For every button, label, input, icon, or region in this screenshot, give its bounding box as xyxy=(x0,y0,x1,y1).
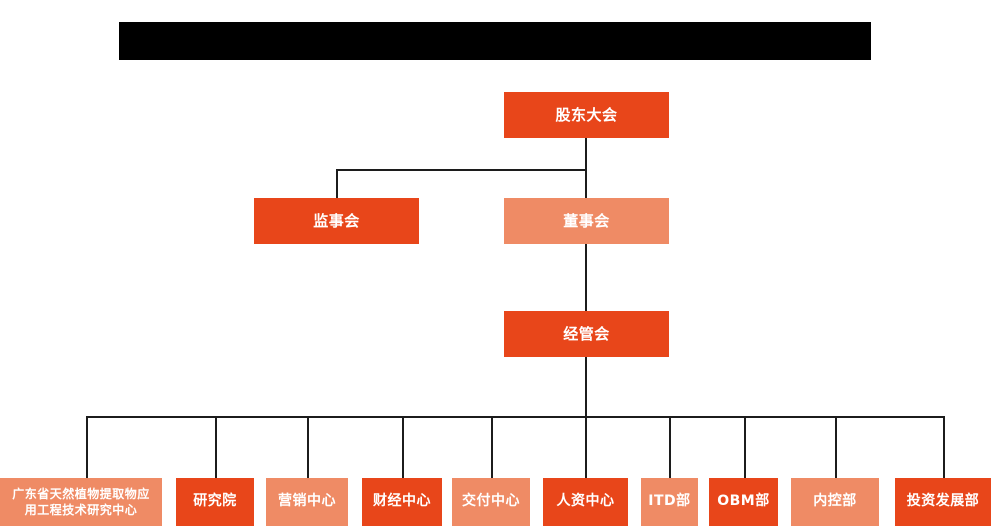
org-node-finance[interactable]: 财经中心 xyxy=(362,478,442,526)
org-node-delivery[interactable]: 交付中心 xyxy=(452,478,530,526)
org-node-label: 投资发展部 xyxy=(906,493,980,510)
org-node-label: 人资中心 xyxy=(556,493,615,510)
connector-board-to-mgmt xyxy=(585,244,587,311)
org-node-label: 财经中心 xyxy=(373,493,431,510)
org-node-internal-ctrl[interactable]: 内控部 xyxy=(791,478,879,526)
org-node-supervisors[interactable]: 监事会 xyxy=(254,198,419,244)
org-node-label: 股东大会 xyxy=(555,105,618,124)
org-node-label: 交付中心 xyxy=(462,493,520,510)
connector-drop-marketing xyxy=(307,416,309,478)
org-node-institute[interactable]: 研究院 xyxy=(176,478,254,526)
connector-drop-research-center xyxy=(86,416,88,478)
org-node-management[interactable]: 经管会 xyxy=(504,311,669,357)
org-node-obm[interactable]: OBM部 xyxy=(709,478,778,526)
org-node-label: 董事会 xyxy=(563,211,610,230)
connector-drop-investment xyxy=(943,416,945,478)
connector-drop-itd xyxy=(669,416,671,478)
org-node-label: OBM部 xyxy=(717,493,770,510)
connector-supervisors-drop xyxy=(336,169,338,198)
connector-mgmt-stem xyxy=(585,357,587,417)
org-node-marketing[interactable]: 营销中心 xyxy=(266,478,348,526)
org-node-label: 经管会 xyxy=(563,324,610,343)
connector-drop-internal-ctrl xyxy=(835,416,837,478)
org-node-label: 研究院 xyxy=(193,493,237,510)
org-node-label: 监事会 xyxy=(313,211,360,230)
org-node-shareholders[interactable]: 股东大会 xyxy=(504,92,669,138)
org-node-hr[interactable]: 人资中心 xyxy=(543,478,628,526)
connector-department-bus xyxy=(86,416,944,418)
connector-shareholders-stem xyxy=(585,138,587,244)
org-node-research-center[interactable]: 广东省天然植物提取物应用工程技术研究中心 xyxy=(0,478,162,526)
redacted-title-bar xyxy=(119,22,871,60)
org-node-label: 广东省天然植物提取物应用工程技术研究中心 xyxy=(12,486,150,517)
connector-drop-institute xyxy=(215,416,217,478)
org-node-board[interactable]: 董事会 xyxy=(504,198,669,244)
org-node-label: 内控部 xyxy=(813,493,857,510)
connector-shareholders-bus xyxy=(336,169,587,171)
org-node-label: ITD部 xyxy=(648,493,691,510)
org-node-itd[interactable]: ITD部 xyxy=(641,478,698,526)
connector-drop-delivery xyxy=(491,416,493,478)
connector-drop-obm xyxy=(744,416,746,478)
connector-drop-finance xyxy=(402,416,404,478)
org-node-label: 营销中心 xyxy=(278,493,336,510)
connector-drop-hr xyxy=(585,416,587,478)
org-node-investment[interactable]: 投资发展部 xyxy=(895,478,991,526)
